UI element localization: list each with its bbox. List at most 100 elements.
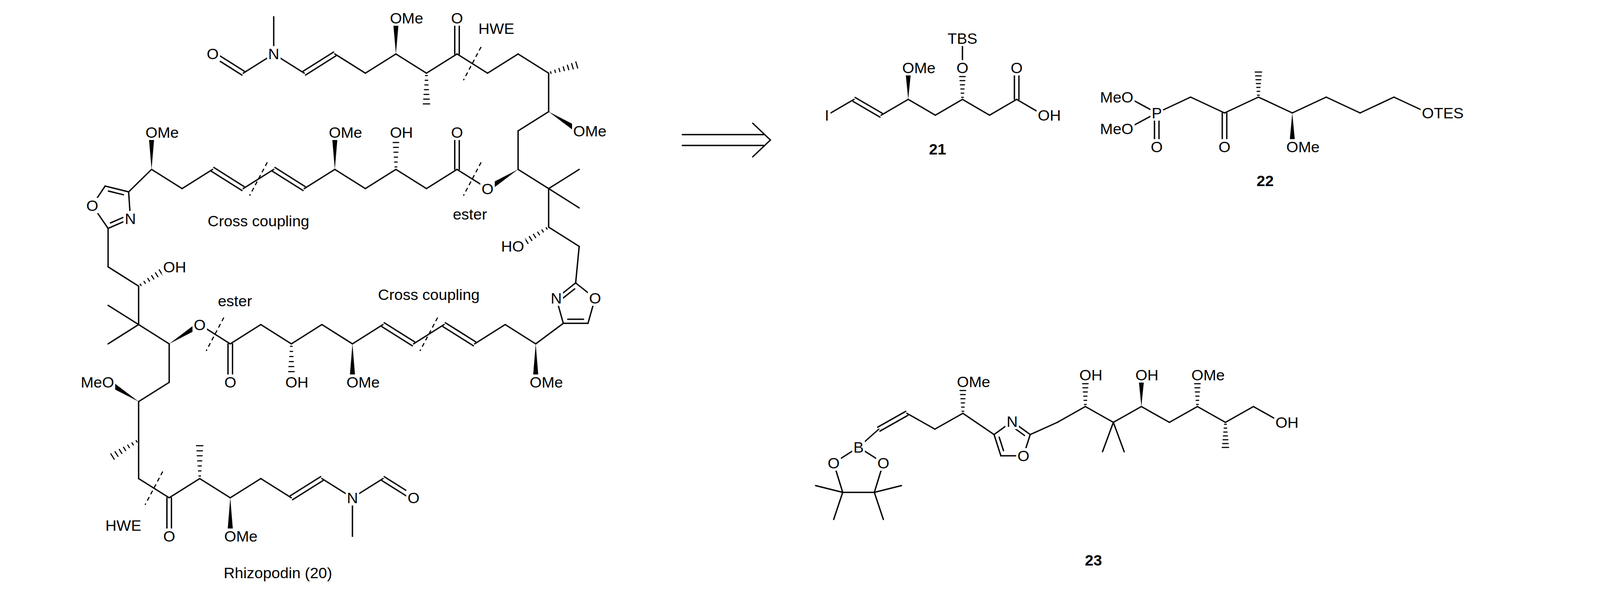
atom-label: O xyxy=(192,317,207,333)
hash-bond xyxy=(1195,395,1199,398)
hash-bond xyxy=(1256,79,1262,81)
single-bond xyxy=(1113,406,1142,423)
atom-label: OTES xyxy=(1420,105,1466,121)
double-bond xyxy=(211,171,243,191)
hash-bond xyxy=(1222,443,1229,445)
hash-bond xyxy=(1195,391,1200,394)
hash-bond xyxy=(288,365,294,368)
hash-bond xyxy=(1083,399,1087,402)
disconnection-line xyxy=(420,317,438,352)
double-bond xyxy=(305,56,337,76)
compound-name: Rhizopodin (20) xyxy=(222,565,334,581)
disconnection-line xyxy=(249,162,268,196)
atom-label: I xyxy=(823,107,831,123)
hash-bond xyxy=(1223,439,1229,441)
hash-bond xyxy=(196,445,203,447)
atom-label: O xyxy=(1149,139,1164,155)
retro-arrow xyxy=(682,134,764,136)
single-bond xyxy=(138,382,170,402)
single-bond xyxy=(1326,97,1361,113)
atom-label: O xyxy=(480,181,495,197)
ring-double-bond xyxy=(567,318,584,320)
hash-bond xyxy=(959,75,966,78)
single-bond xyxy=(426,169,458,189)
atom-label: TBS xyxy=(946,30,979,47)
atom-label: OH xyxy=(1036,107,1063,123)
hash-bond xyxy=(423,93,429,96)
single-bond xyxy=(182,169,213,189)
double-bond xyxy=(877,411,906,428)
atom-label: OMe xyxy=(1190,367,1227,383)
atom-label: MeO xyxy=(1098,89,1136,105)
double-bond xyxy=(292,480,324,501)
atom-label: N xyxy=(123,211,138,227)
single-bond xyxy=(168,343,170,383)
single-bond xyxy=(962,413,995,435)
hash-bond xyxy=(425,79,428,81)
disconnection-label: Cross coupling xyxy=(376,286,482,303)
atom-label: OH xyxy=(1134,367,1160,383)
hash-bond xyxy=(533,234,536,239)
hash-bond xyxy=(140,284,141,286)
hash-bond xyxy=(147,278,150,282)
atom-label: O xyxy=(876,455,891,471)
single-bond xyxy=(199,478,231,498)
atom-label: OMe xyxy=(572,123,609,139)
single-bond xyxy=(1169,406,1198,423)
double-bond xyxy=(855,97,883,114)
single-bond xyxy=(833,492,843,520)
hash-bond xyxy=(393,146,399,149)
hash-bond xyxy=(1084,403,1087,406)
single-bond xyxy=(395,53,427,74)
hash-bond xyxy=(960,389,966,392)
single-bond xyxy=(548,188,580,209)
single-bond xyxy=(334,169,366,189)
hash-bond xyxy=(961,92,964,94)
single-bond xyxy=(137,440,140,479)
atom-label: OH xyxy=(388,124,415,141)
hash-bond xyxy=(1196,399,1199,402)
ring-bond xyxy=(563,322,589,324)
single-bond xyxy=(989,99,1017,116)
hash-bond xyxy=(1223,435,1228,437)
atom-label: N xyxy=(345,490,360,506)
hash-bond xyxy=(529,236,532,241)
single-bond xyxy=(1224,97,1259,113)
atom-label: O xyxy=(84,197,100,214)
hash-bond xyxy=(960,79,966,82)
hash-bond xyxy=(961,410,964,413)
single-bond xyxy=(365,53,397,74)
disconnection-line xyxy=(145,471,163,506)
single-bond xyxy=(1102,422,1114,452)
hash-bond xyxy=(123,447,126,451)
hash-bond xyxy=(571,63,574,70)
atom-label: O xyxy=(587,290,603,306)
hash-bond xyxy=(1194,383,1201,385)
single-bond xyxy=(395,169,427,189)
hash-bond xyxy=(1195,387,1201,389)
hash-bond xyxy=(155,272,159,277)
compound-number: 23 xyxy=(1083,552,1104,568)
hash-bond xyxy=(1196,403,1199,406)
single-bond xyxy=(826,99,854,116)
hash-bond xyxy=(197,450,203,452)
disconnection-line xyxy=(206,317,224,352)
hash-bond xyxy=(537,232,540,235)
hash-bond xyxy=(289,361,294,363)
hash-bond xyxy=(394,156,398,159)
single-bond xyxy=(934,413,963,430)
atom-label: OMe xyxy=(900,60,938,76)
hash-bond xyxy=(1255,71,1262,73)
single-bond xyxy=(291,324,323,345)
hash-bond xyxy=(961,402,965,404)
double-bond xyxy=(290,476,321,497)
hash-bond xyxy=(393,141,399,144)
single-bond xyxy=(1292,97,1327,113)
single-bond xyxy=(321,324,353,345)
single-bond xyxy=(168,478,200,498)
compound-number: 21 xyxy=(927,141,948,157)
hash-bond xyxy=(567,65,569,70)
single-bond xyxy=(230,324,262,345)
single-bond xyxy=(935,99,963,116)
single-bond xyxy=(128,169,152,193)
